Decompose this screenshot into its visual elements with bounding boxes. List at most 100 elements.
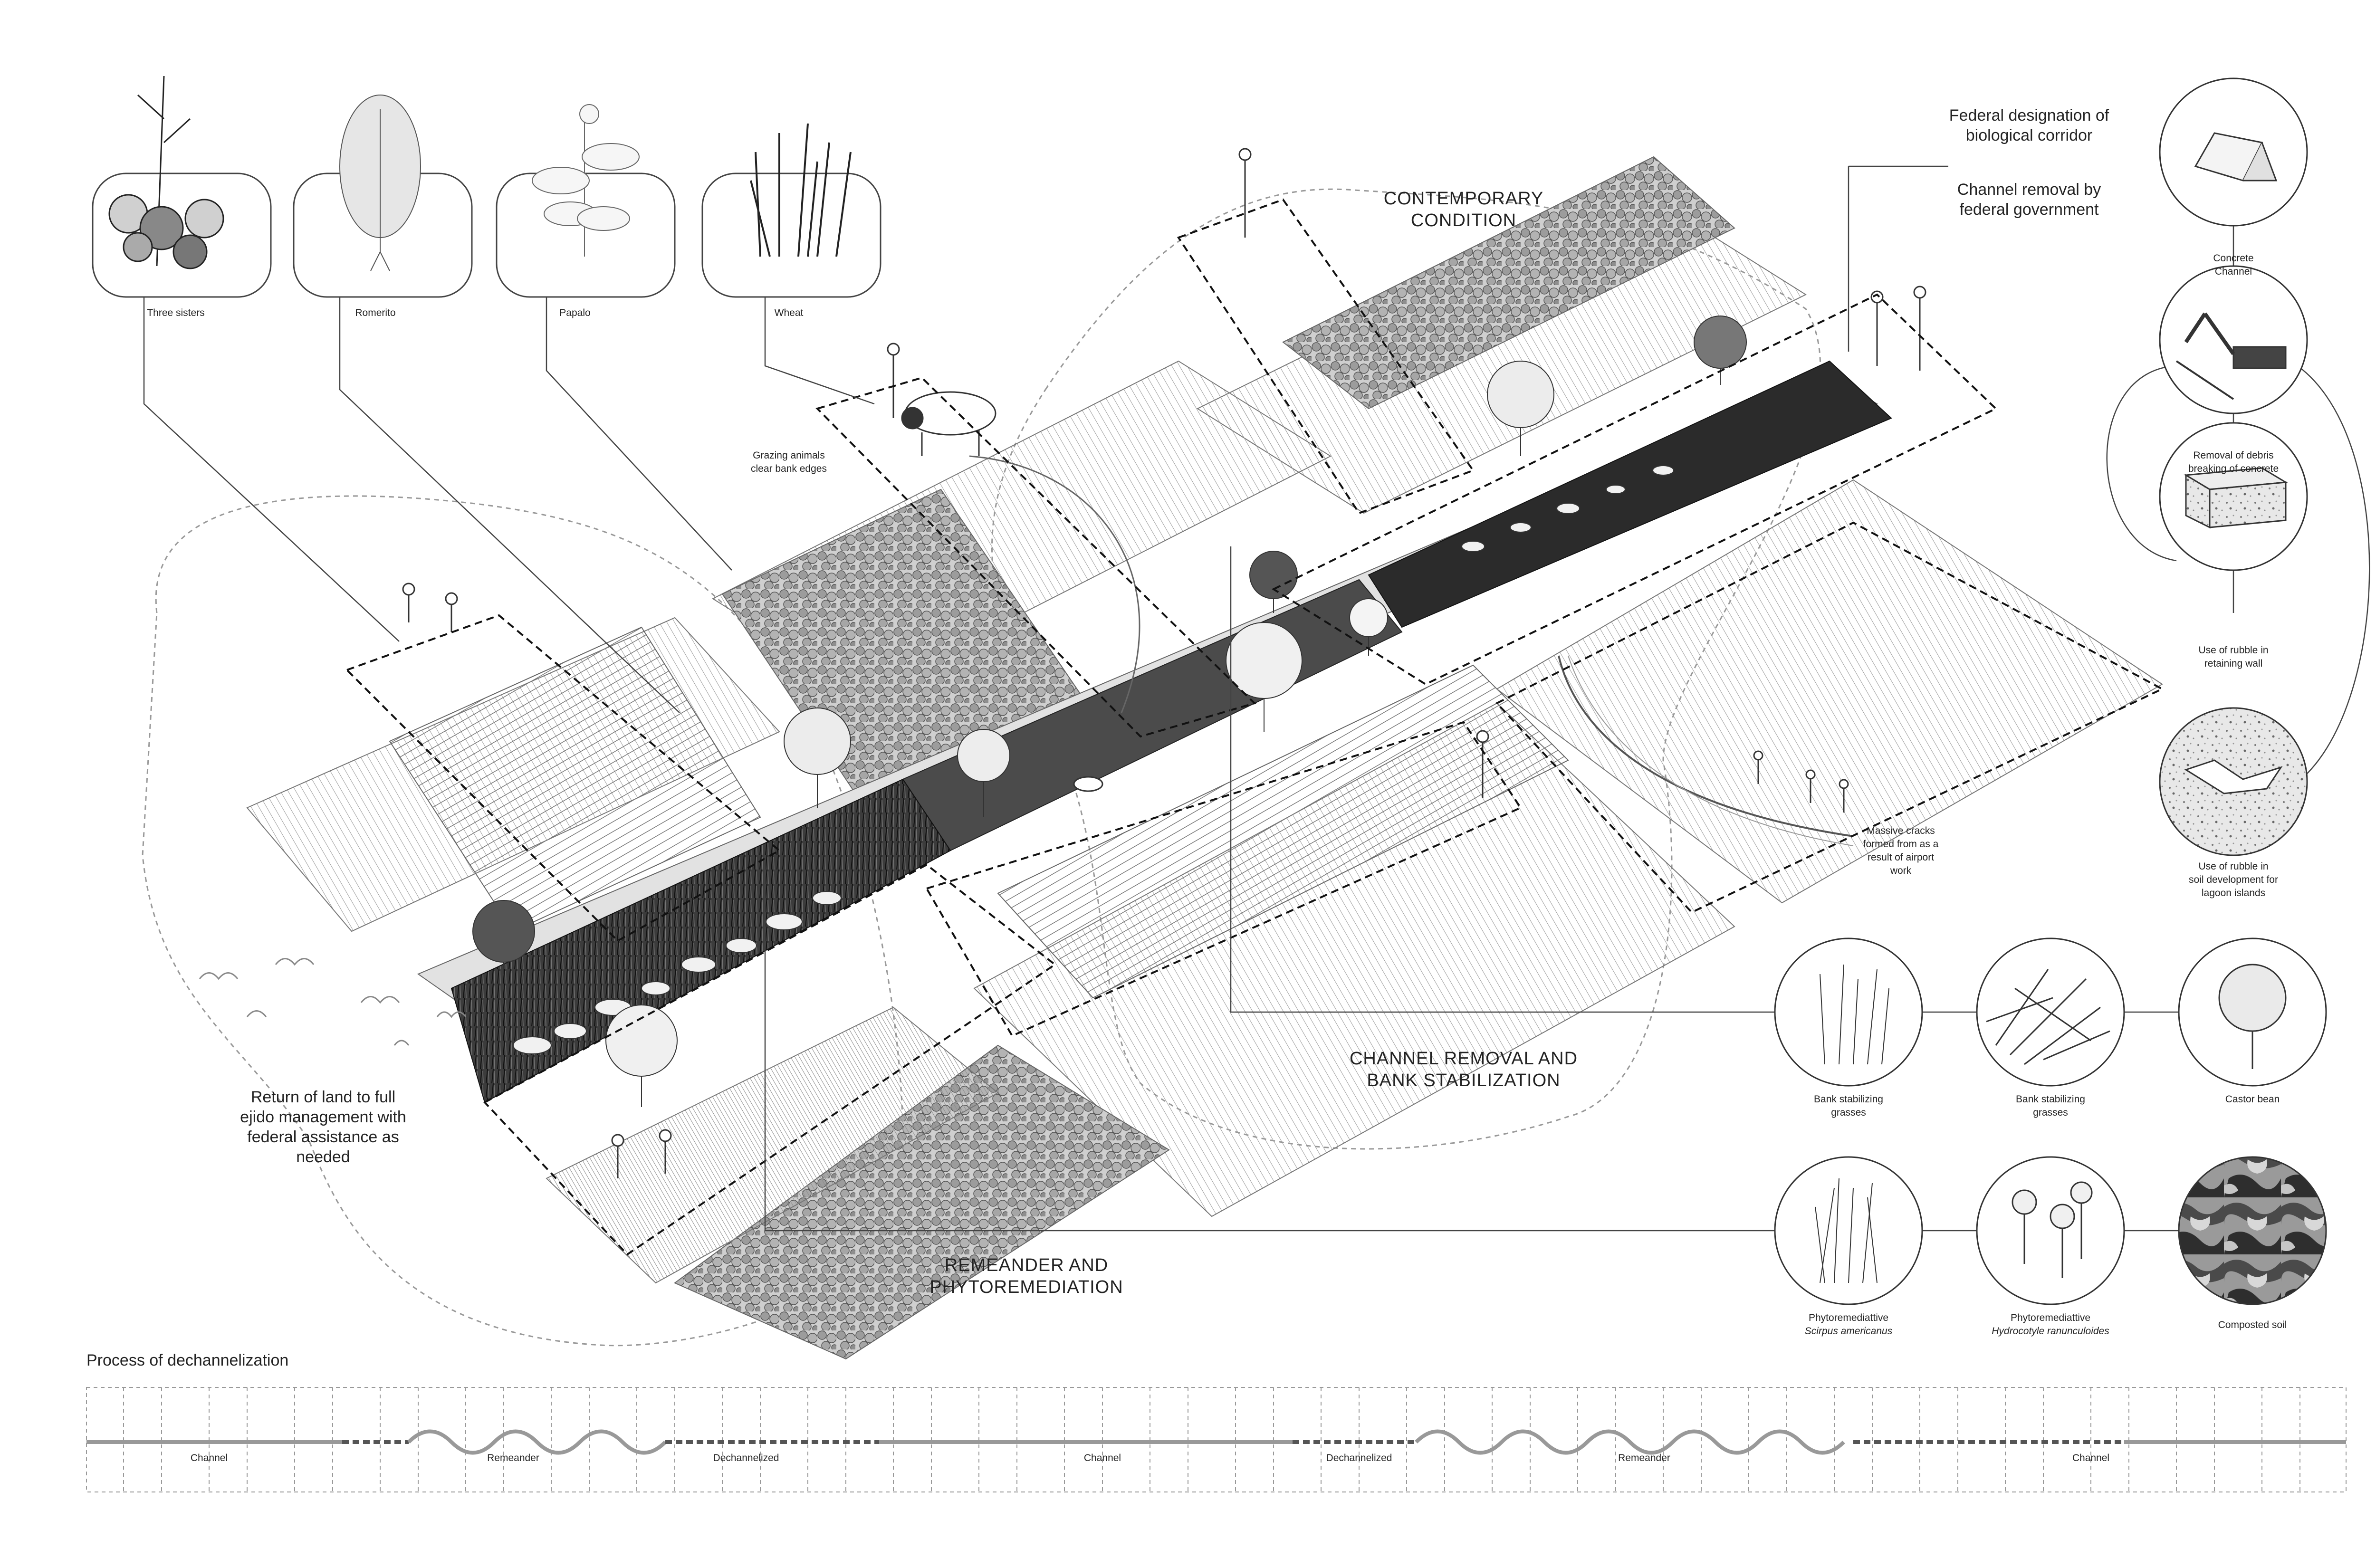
zone-title-channel-removal: CHANNEL REMOVAL AND BANK STABILIZATION xyxy=(1349,1049,1578,1090)
federal-designation: Federal designation of biological corrid… xyxy=(1949,106,2109,144)
tree xyxy=(1249,551,1298,613)
field-far-grass-1 xyxy=(1282,156,1735,410)
timeline-segment-label: Dechannelized xyxy=(1326,1453,1392,1463)
composted-soil-icon xyxy=(2178,1156,2327,1305)
three-sisters-plant-icon xyxy=(108,76,224,269)
callout-frames xyxy=(345,198,2165,1256)
isometric-landscape xyxy=(142,148,2165,1360)
plant-label-hydrocotyle-title: Phytoremediattive xyxy=(2010,1312,2091,1323)
timeline-segment-label: Channel xyxy=(1083,1453,1121,1463)
zone-title-contemporary: CONTEMPORARY CONDITION xyxy=(1383,189,1544,230)
annotation-cracks: Massive cracks formed from as a result o… xyxy=(1863,825,1939,876)
annotation-ejido: Return of land to full ejido management … xyxy=(240,1088,406,1166)
leader-lines xyxy=(143,165,2370,1232)
annotation-grazing: Grazing animals clear bank edges xyxy=(751,450,827,474)
plant-label-hydrocotyle-species: Hydrocotyle ranunculoides xyxy=(1992,1326,2109,1337)
process-label-retaining-wall: Use of rubble in retaining wall xyxy=(2198,645,2269,669)
timeline-segment-label: Remeander xyxy=(1618,1453,1670,1463)
crop-label-wheat: Wheat xyxy=(774,307,804,318)
dense-grass-icon xyxy=(1976,937,2125,1087)
person-top xyxy=(1238,148,1252,238)
process-label-removal: Removal of debris breaking of concrete xyxy=(2188,450,2279,474)
excavator-icon xyxy=(2159,265,2308,414)
tall-grass-icon xyxy=(1774,937,1923,1087)
plant-label-castor-bean: Castor bean xyxy=(2225,1094,2280,1105)
tree xyxy=(605,1004,678,1107)
plant-label-dense-grass: Bank stabilizing grasses xyxy=(2016,1094,2085,1118)
sweep-curve xyxy=(969,455,1140,713)
process-label-concrete-channel: Concrete Channel xyxy=(2213,253,2254,277)
timeline-segment-label: Remeander xyxy=(487,1453,539,1463)
tree xyxy=(1487,361,1554,456)
rubble-soil-icon xyxy=(2159,707,2308,856)
tree xyxy=(472,900,535,974)
airport-crack-edge xyxy=(1568,655,1854,846)
crop-icons xyxy=(92,76,881,298)
timeline-grid xyxy=(86,1387,2347,1492)
scirpus-icon xyxy=(1774,1156,1923,1305)
romerito-plant-icon xyxy=(339,95,421,271)
timeline-segment-label: Channel xyxy=(2072,1453,2110,1463)
plant-label-tall-grass: Bank stabilizing grasses xyxy=(1814,1094,1883,1118)
callout-frame-remeander xyxy=(483,863,1057,1256)
trees xyxy=(472,316,1747,1107)
people-crack xyxy=(1753,750,1849,813)
river-remeander-reeds xyxy=(450,778,951,1103)
timeline-title: Process of dechannelization xyxy=(86,1351,289,1369)
timeline xyxy=(86,1387,2347,1492)
callout-frame-cow xyxy=(815,376,1256,738)
tree xyxy=(1349,598,1388,656)
federal-channel-removal: Channel removal by federal government xyxy=(1957,181,2101,219)
rubble-block-icon xyxy=(2159,422,2308,571)
callout-frame-contemporary xyxy=(1177,198,1475,515)
crop-box-wheat xyxy=(701,123,881,298)
process-circles xyxy=(1774,77,2327,1305)
river-channel-concrete xyxy=(1368,360,1892,628)
farmers-left xyxy=(402,583,458,632)
plant-label-hydrocotyle: Phytoremediattive Hydrocotyle ranunculoi… xyxy=(1972,1311,2129,1338)
cow-small xyxy=(1073,776,1103,792)
zone-boundary-right xyxy=(991,188,1821,1150)
person-cow xyxy=(887,343,900,418)
zone-title-remeander: REMEANDER AND PHYTOREMEDIATION xyxy=(929,1255,1123,1297)
hydrocotyle-icon xyxy=(1976,1156,2125,1305)
timeline-river xyxy=(86,1429,2346,1455)
crop-box-three-sisters xyxy=(92,76,272,298)
papalo-plant-icon xyxy=(532,104,640,257)
callout-frame-federal xyxy=(1271,293,1998,686)
timeline-segment-label: Dechannelized xyxy=(713,1453,779,1463)
callout-frame-three-sisters xyxy=(345,614,781,942)
farmers-bottom xyxy=(611,1129,672,1178)
zone-boundary-left xyxy=(142,495,910,1347)
wheat-plant-icon xyxy=(750,123,852,257)
tree xyxy=(1226,622,1303,732)
plant-label-scirpus-species: Scirpus americanus xyxy=(1804,1326,1893,1337)
field-near-rows xyxy=(997,664,1569,999)
crop-box-papalo xyxy=(496,104,676,298)
callout-frame-stabilization xyxy=(925,721,1522,1037)
callout-frame-crack xyxy=(1495,521,2165,914)
airport-crack xyxy=(1558,655,1854,837)
birds xyxy=(199,958,467,1046)
crop-label-papalo: Papalo xyxy=(559,307,591,318)
field-right-hatched xyxy=(1496,479,2163,904)
plant-label-scirpus: Phytoremediattive Scirpus americanus xyxy=(1777,1311,1920,1338)
process-label-lagoon-islands: Use of rubble in soil development for la… xyxy=(2189,861,2278,899)
crop-label-three-sisters: Three sisters xyxy=(147,307,205,318)
crop-label-romerito: Romerito xyxy=(355,307,396,318)
people-federal xyxy=(1870,286,1926,371)
tree xyxy=(957,729,1010,817)
tree xyxy=(1694,316,1747,385)
field-bottom-hatched xyxy=(546,1006,999,1284)
concrete-channel-icon xyxy=(2159,77,2308,227)
tree xyxy=(784,708,851,808)
plant-label-composted-soil: Composted soil xyxy=(2218,1319,2287,1330)
lily-pads xyxy=(513,465,1674,1054)
figures xyxy=(402,148,1926,1178)
castor-bean-icon xyxy=(2178,937,2327,1087)
cow xyxy=(901,391,996,456)
timeline-segment-label: Channel xyxy=(190,1453,228,1463)
plant-label-scirpus-title: Phytoremediattive xyxy=(1808,1312,1889,1323)
crop-box-romerito xyxy=(293,95,473,298)
